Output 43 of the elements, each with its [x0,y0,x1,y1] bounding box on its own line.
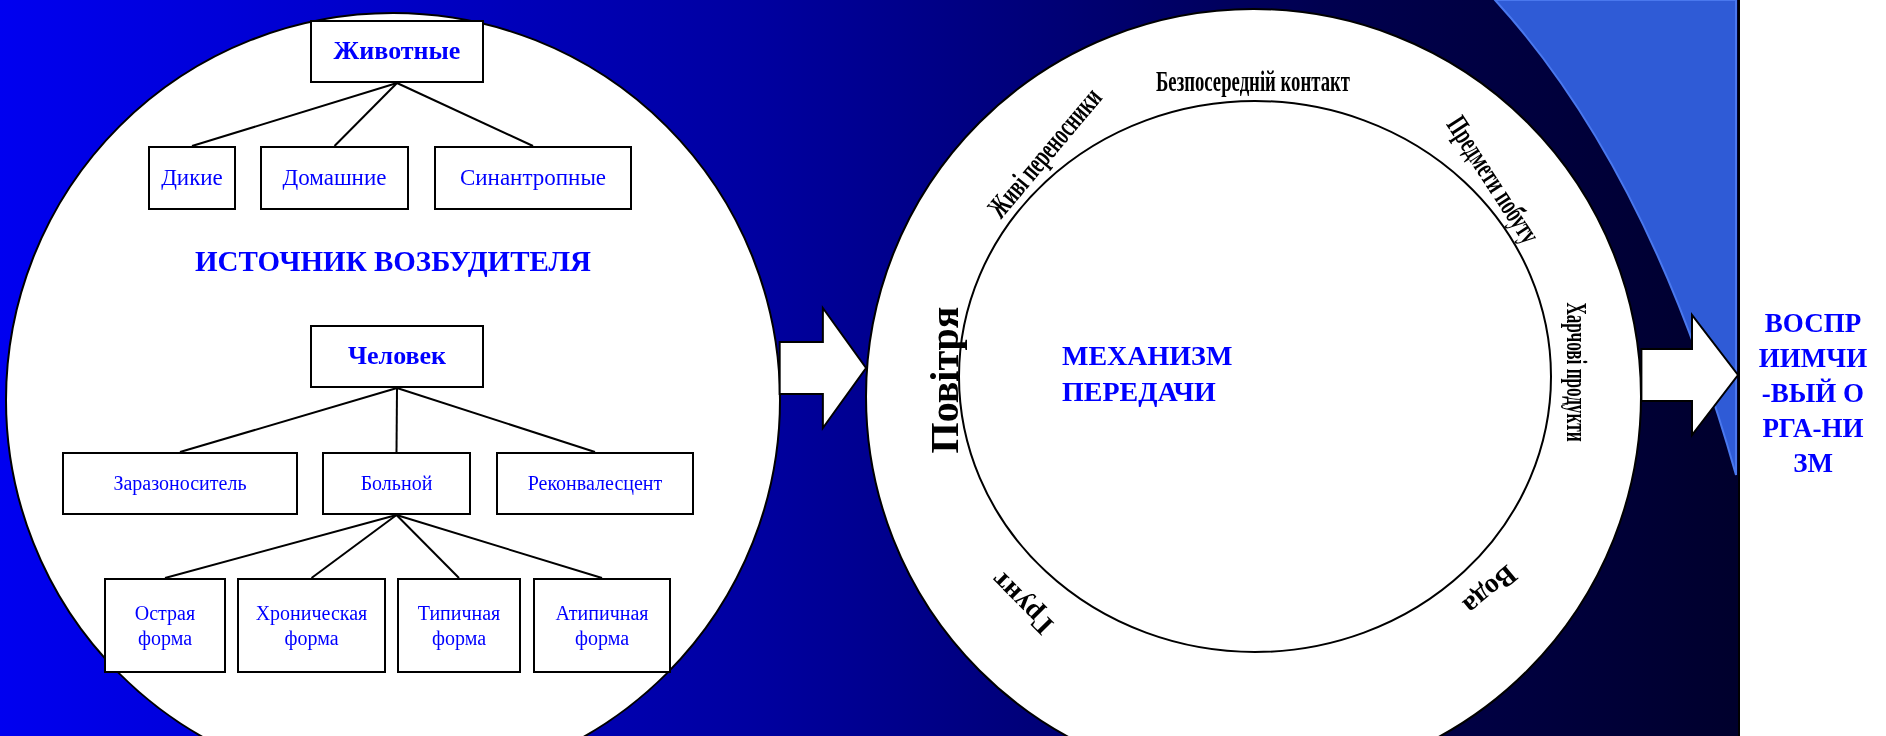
connector-line [396,82,534,147]
category-box [104,578,226,673]
connector-line [396,387,596,453]
recipient-label: ВОСПРИИМЧИ-ВЫЙ ОРГА-НИЗМ [1757,307,1869,481]
category-box [496,452,694,515]
connector-line [191,82,398,147]
category-box [237,578,386,673]
category-box [310,325,484,388]
category-label: Типичная форма [416,600,502,651]
category-label: Острая форма [133,600,197,651]
category-label: Заразоноситель [113,471,247,496]
route-label: Повітря [922,306,968,454]
mechanism-heading: МЕХАНИЗМ ПЕРЕДАЧИ [1062,339,1234,410]
recipient-panel [1738,0,1886,736]
category-label: Животные [333,35,461,68]
category-label: Человек [347,340,447,373]
category-box [397,578,521,673]
route-label: Харчові продукти [1558,302,1594,442]
block-arrow [1640,312,1740,438]
connector-line [395,514,460,579]
category-label: Хроническая форма [254,600,369,651]
category-box [260,146,409,210]
category-label: Домашние [282,163,387,192]
category-box [310,20,484,83]
category-label: Дикие [161,163,223,192]
category-box [322,452,471,515]
category-label: Атипичная форма [554,600,650,651]
category-box [533,578,671,673]
route-label: Безпосередній контакт [1155,64,1351,100]
block-arrow [778,304,868,432]
category-box [434,146,632,210]
category-box [148,146,236,210]
connector-line [310,514,398,579]
route-label: Вода [1456,558,1524,622]
connector-line [333,82,398,147]
section-heading: ИСТОЧНИК ВОЗБУДИТЕЛЯ [195,245,591,279]
connector-line [395,514,603,579]
category-label: Больной [360,471,433,496]
connector-line [179,387,398,453]
category-label: Синантропные [459,163,607,192]
category-label: Реконвалесцент [527,471,663,496]
connector-line [395,387,398,453]
category-box [62,452,298,515]
